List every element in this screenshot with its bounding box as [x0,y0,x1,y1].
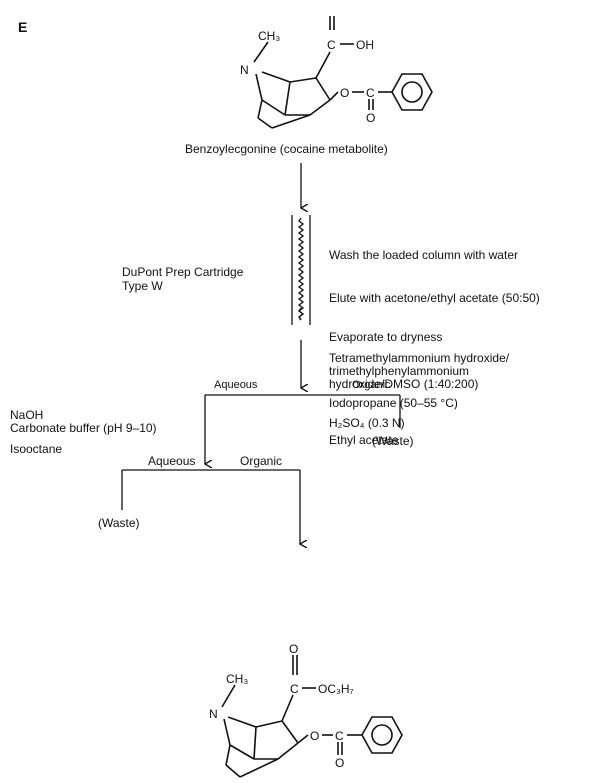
top-molecule-name: Benzoylecgonine (cocaine metabolite) [185,142,388,156]
carbonyl-top-oxygen-label: O [289,643,298,656]
hydroxyl-label: OH [356,38,374,52]
ester-oxygen-label-bottom: O [310,729,319,743]
step-evaporate: Evaporate to dryness [329,330,443,344]
cartridge-name-line2: Type W [122,279,163,293]
propoxy-label: OC₃H₇ [318,682,354,696]
step-reagent-line2: trimethylphenylammonium [329,364,470,378]
split1-organic-label: Organic [352,379,391,391]
propyl-ester-structure: O CH₃ N C OC₃H₇ O C O [209,643,403,778]
methyl-label-bottom: CH₃ [226,672,248,686]
step-wash: Wash the loaded column with water [329,248,518,262]
carboxyl-carbon-label: C [327,38,336,52]
cartridge-column [291,215,311,325]
cartridge-name-line1: DuPont Prep Cartridge [122,265,244,279]
step-reagent-line3: hydroxide/DMSO (1:40:200) [329,377,479,391]
step-reagent-line1: Tetramethylammonium hydroxide/ [329,351,510,365]
ester-carbon-label-bottom: C [290,682,299,696]
benzoyl-carbon-label-bottom: C [335,729,344,743]
split2-organic-label: Organic [240,454,283,468]
panel-letter: E [18,19,28,35]
reagent-naoh: NaOH [10,408,44,422]
ester-oxygen-label: O [340,86,349,100]
nitrogen-label-bottom: N [209,707,218,721]
step-elute: Elute with acetone/ethyl acetate (50:50) [329,291,540,305]
split1-waste-label: (Waste) [372,434,414,448]
carbonyl-oxygen-label-bottom: O [335,756,344,770]
step-solvent: Ethyl acetate [329,433,399,447]
reagent-isooctane: Isooctane [10,442,63,456]
split2-aqueous-label: Aqueous [148,454,196,468]
carbonyl-oxygen-label: O [366,111,375,125]
methyl-label: CH₃ [258,29,280,43]
benzoyl-carbon-label: C [366,86,375,100]
step-acid: H₂SO₄ (0.3 N) [329,416,405,430]
reagent-carbonate-buffer: Carbonate buffer (pH 9–10) [10,421,157,435]
nitrogen-label: N [240,63,249,77]
benzoylecgonine-structure: CH₃ N C OH O C O [240,16,433,129]
split2-waste-label: (Waste) [98,516,140,530]
step-iodopropane: Iodopropane (50–55 °C) [329,396,458,410]
split1-aqueous-label: Aqueous [214,379,258,391]
